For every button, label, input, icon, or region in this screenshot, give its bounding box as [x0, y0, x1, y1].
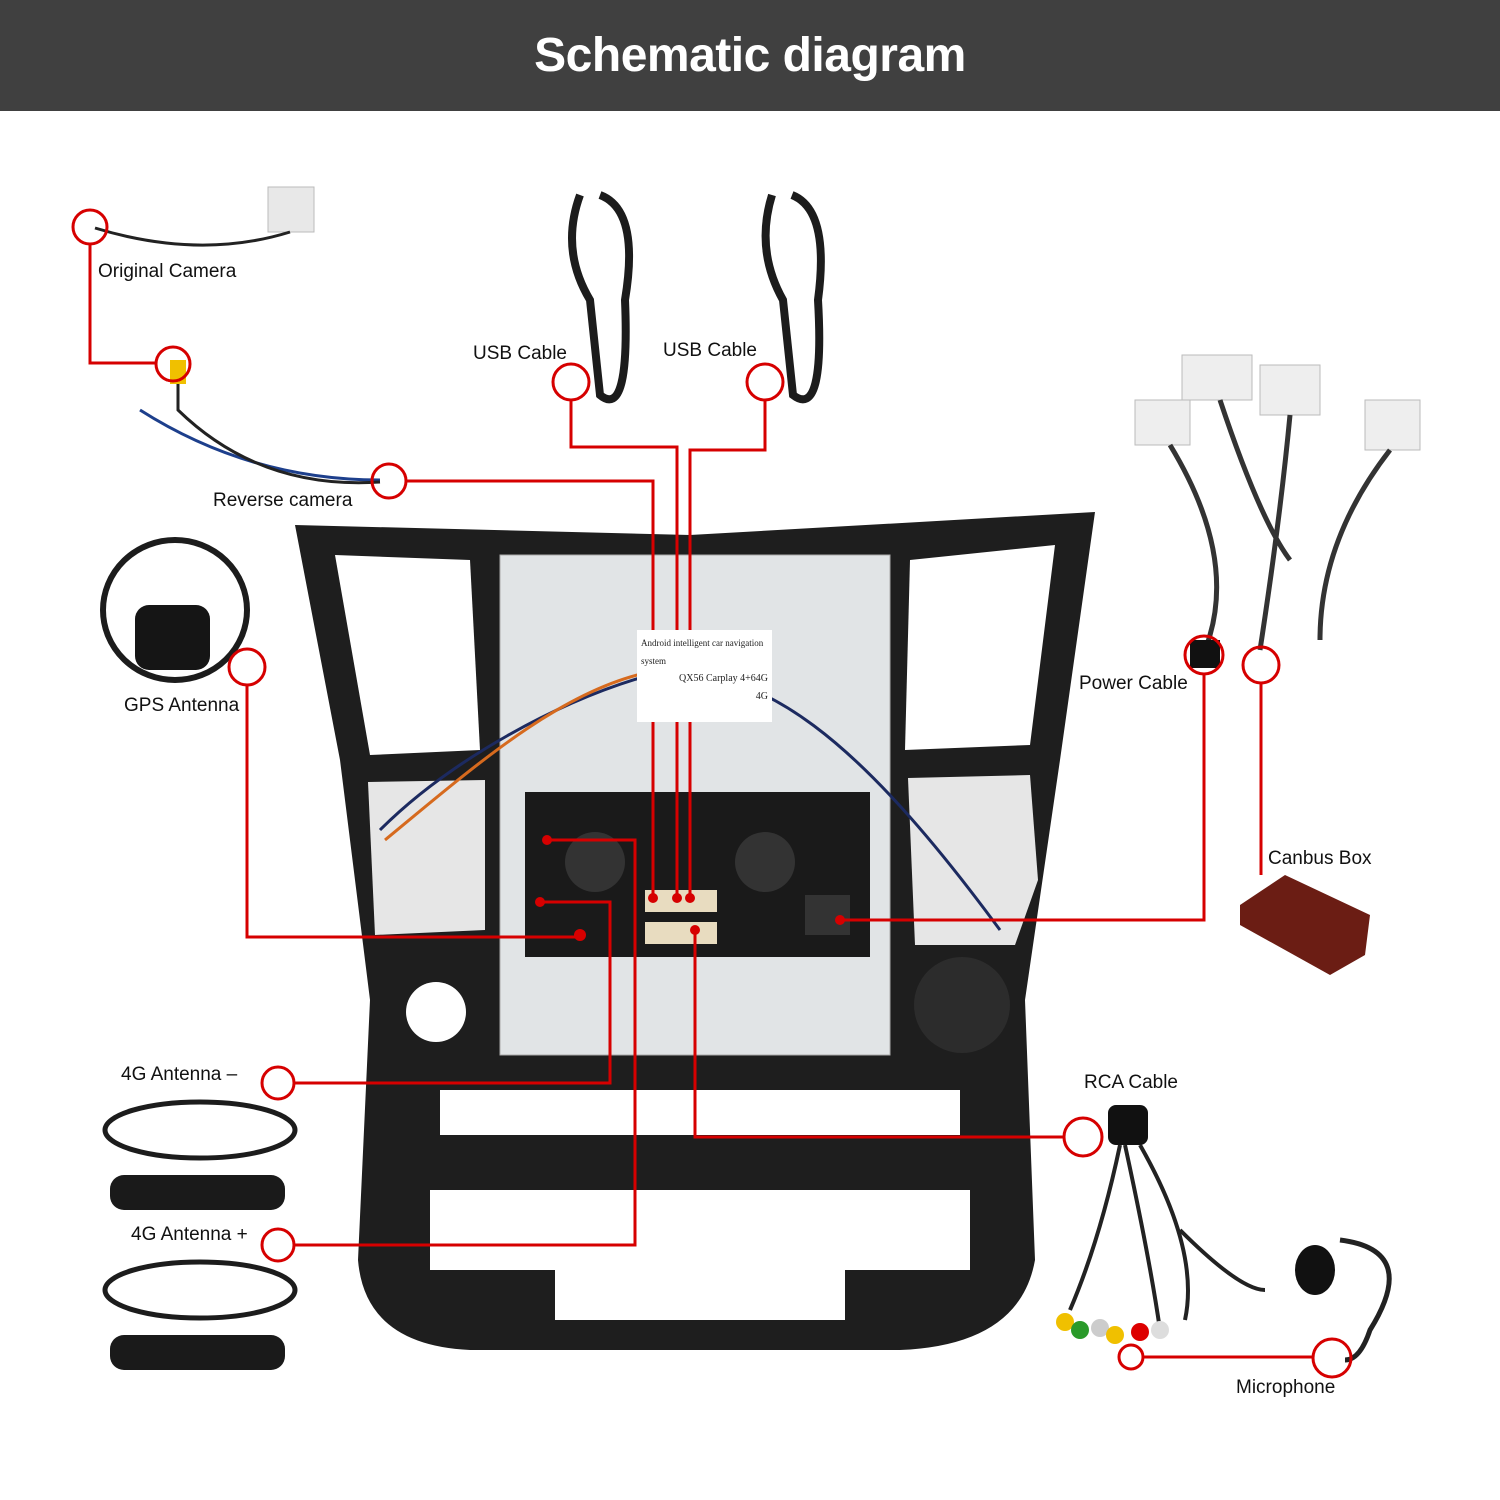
frame-window-right — [905, 545, 1055, 750]
circle-canbus — [1241, 645, 1281, 685]
label-power-cable: Power Cable — [1079, 673, 1188, 694]
circle-microphone — [1311, 1337, 1353, 1379]
line-reverse-camera — [407, 479, 655, 898]
connection-circles — [71, 208, 1353, 1379]
circle-reverse-top — [154, 345, 192, 383]
circle-usb-2 — [745, 362, 785, 402]
sticker-line-2: QX56 Carplay 4+64G — [679, 673, 768, 684]
label-rca-cable: RCA Cable — [1084, 1072, 1178, 1093]
frame-window-left — [335, 555, 480, 755]
label-usb-cable-2: USB Cable — [663, 340, 757, 361]
line-rca — [693, 930, 1065, 1139]
connection-lines — [88, 243, 1314, 1359]
usb-cable-1-coil — [568, 191, 634, 404]
circle-4g-minus — [260, 1065, 296, 1101]
header-bar: Schematic diagram — [0, 0, 1500, 111]
line-4g-plus — [294, 838, 637, 1247]
frame-hole — [406, 982, 466, 1042]
rca-harness — [1056, 1105, 1266, 1344]
sticker-line-1: Android intelligent car navigation syste… — [641, 638, 764, 666]
label-canbus-box: Canbus Box — [1268, 848, 1372, 869]
circle-original-camera — [71, 208, 109, 246]
connection-dots — [535, 835, 845, 941]
circle-usb-1 — [551, 362, 591, 402]
circle-power — [1183, 634, 1225, 676]
label-4g-antenna-plus: 4G Antenna + — [131, 1224, 248, 1245]
circle-gps — [227, 647, 267, 687]
label-microphone: Microphone — [1236, 1377, 1336, 1398]
line-original-to-reverse — [88, 243, 157, 365]
label-usb-cable-1: USB Cable — [473, 343, 567, 364]
line-4g-minus — [294, 900, 612, 1085]
line-gps — [245, 685, 580, 939]
label-original-camera: Original Camera — [98, 261, 237, 282]
frame-lower-opening — [440, 1090, 960, 1135]
circle-rca — [1062, 1116, 1104, 1158]
frame-bottom-opening — [430, 1190, 970, 1270]
power-harness — [1134, 354, 1421, 668]
circle-4g-plus — [260, 1227, 296, 1263]
unit-sticker: Android intelligent car navigation syste… — [637, 630, 772, 722]
gps-antenna-puck — [135, 605, 210, 670]
microphone-device — [1295, 1237, 1392, 1363]
label-reverse-camera: Reverse camera — [213, 490, 353, 511]
gps-cable-coil — [100, 537, 250, 683]
antenna-4g-plus-device — [102, 1259, 298, 1370]
line-power — [840, 673, 1206, 922]
connector-rca — [645, 922, 717, 944]
original-camera-plug — [267, 186, 315, 233]
antenna-4g-minus-device — [102, 1099, 298, 1210]
circle-rca-mic — [1117, 1343, 1145, 1371]
circle-reverse-camera — [370, 462, 408, 500]
canbus-box-device — [1240, 875, 1370, 975]
speaker — [914, 957, 1010, 1053]
label-4g-antenna-minus: 4G Antenna – — [121, 1064, 238, 1085]
page-title: Schematic diagram — [534, 29, 966, 82]
sticker-line-3: 4G — [755, 691, 768, 702]
usb-cable-2-coil — [761, 191, 825, 404]
label-gps-antenna: GPS Antenna — [124, 695, 240, 716]
connector-power — [805, 895, 850, 935]
